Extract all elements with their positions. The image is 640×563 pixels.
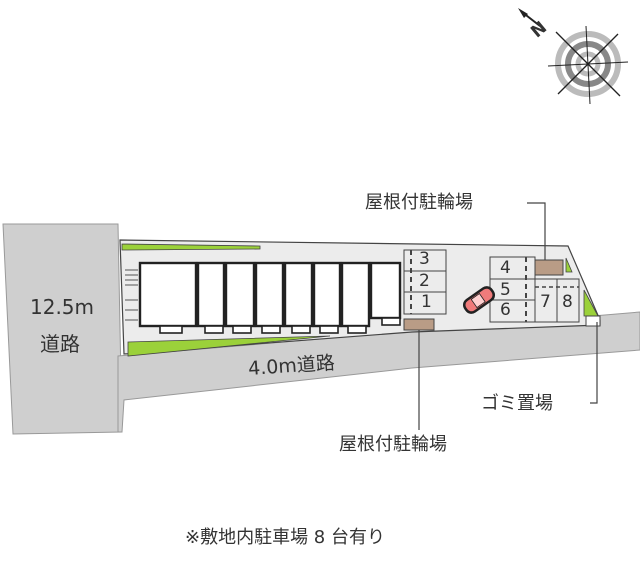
parking-slot-3: 3 [419, 249, 430, 269]
green-strip-top [121, 243, 261, 251]
green-strip-bottom [127, 335, 331, 357]
building [138, 261, 402, 328]
parking-slot-5: 5 [500, 280, 511, 300]
parking-slot-8: 8 [562, 292, 573, 312]
main-road-label-name: 道路 [40, 332, 80, 356]
garbage-area-label: ゴミ置場 [481, 393, 553, 414]
footnote: ※敷地内駐車場 8 台有り [185, 527, 385, 548]
bike-parking-top-label: 屋根付駐輪場 [365, 192, 473, 213]
parking-slot-1: 1 [421, 292, 432, 312]
side-road [117, 311, 640, 433]
car-icon [462, 286, 496, 314]
parking-slot-4: 4 [500, 258, 511, 278]
main-road-label-width: 12.5m [30, 295, 95, 319]
bike-parking-bottom-label: 屋根付駐輪場 [339, 434, 447, 455]
stairs [125, 269, 138, 321]
parking-slot-6: 6 [500, 300, 511, 320]
green-patch-corner [583, 289, 599, 317]
bike-shelter-top [534, 259, 564, 276]
compass-icon [518, 8, 629, 105]
parking-slot-2: 2 [419, 271, 430, 291]
parking-slot-7: 7 [540, 292, 551, 312]
green-patch-right [565, 257, 573, 273]
bike-shelter-bottom [403, 318, 435, 331]
